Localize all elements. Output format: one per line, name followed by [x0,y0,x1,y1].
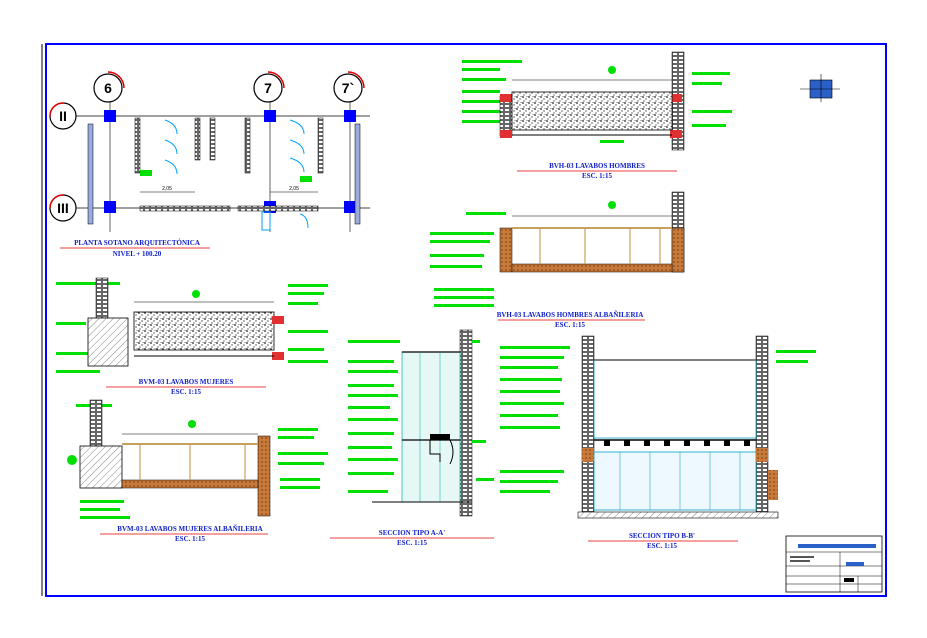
bvh03a-scale: ESC. 1:15 [555,321,585,329]
bvh03-scale: ESC. 1:15 [582,172,612,180]
grid-axis-7: 7 [253,71,285,103]
bvm03a-title: BVM-03 LAVABOS MUJERES ALBAÑILERIA [117,525,262,533]
legend-symbol [800,74,840,102]
sheet-frame [41,43,887,597]
detail-bvh03-albanileria: BVH-03 LAVABOS HOMBRES ALBAÑILERIA ESC. … [430,191,685,329]
bvh03-title: BVH-03 LAVABOS HOMBRES [549,162,645,170]
grid-axis-7-prime: 7` [333,71,365,103]
grid-axis-II: II [49,102,77,130]
secb-title: SECCION TIPO B-B' [629,532,695,540]
detail-bvm03: BVM-03 LAVABOS MUJERES ESC. 1:15 [56,277,328,396]
grid-axis-label: III [57,200,69,216]
bvm03-scale: ESC. 1:15 [171,388,201,396]
detail-bvh03: BVH-03 LAVABOS HOMBRES ESC. 1:15 [462,51,732,180]
secb-scale: ESC. 1:15 [647,542,677,550]
floor-plan: 6 7 7` II III [49,71,370,258]
detail-bvm03-albanileria: BVM-03 LAVABOS MUJERES ALBAÑILERIA ESC. … [67,399,328,543]
grid-axis-6: 6 [93,71,125,103]
dimension-text: 2,05 [162,186,172,192]
grid-axis-label: 6 [104,80,112,96]
grid-axis-label: 7 [264,80,272,96]
seca-scale: ESC. 1:15 [397,539,427,547]
grid-axis-label: II [59,108,67,124]
section-aa: SECCION TIPO A-A' ESC. 1:15 [330,329,494,547]
bvm03a-scale: ESC. 1:15 [175,535,205,543]
column [264,110,276,122]
column [104,110,116,122]
dimension-text: 2,05 [289,186,299,192]
title-block [785,535,883,593]
plan-title: PLANTA SOTANO ARQUITECTÓNICA [74,239,200,247]
column [344,110,356,122]
seca-title: SECCION TIPO A-A' [379,529,445,537]
grid-axis-III: III [49,194,77,222]
plan-subtitle: NIVEL + 100.20 [113,250,162,258]
bvm03-title: BVM-03 LAVABOS MUJERES [139,378,234,386]
column [344,201,356,213]
column [104,201,116,213]
section-bb: SECCION TIPO B-B' ESC. 1:15 [500,335,816,550]
bvh03a-title: BVH-03 LAVABOS HOMBRES ALBAÑILERIA [497,311,644,319]
grid-axis-label: 7` [342,80,354,96]
